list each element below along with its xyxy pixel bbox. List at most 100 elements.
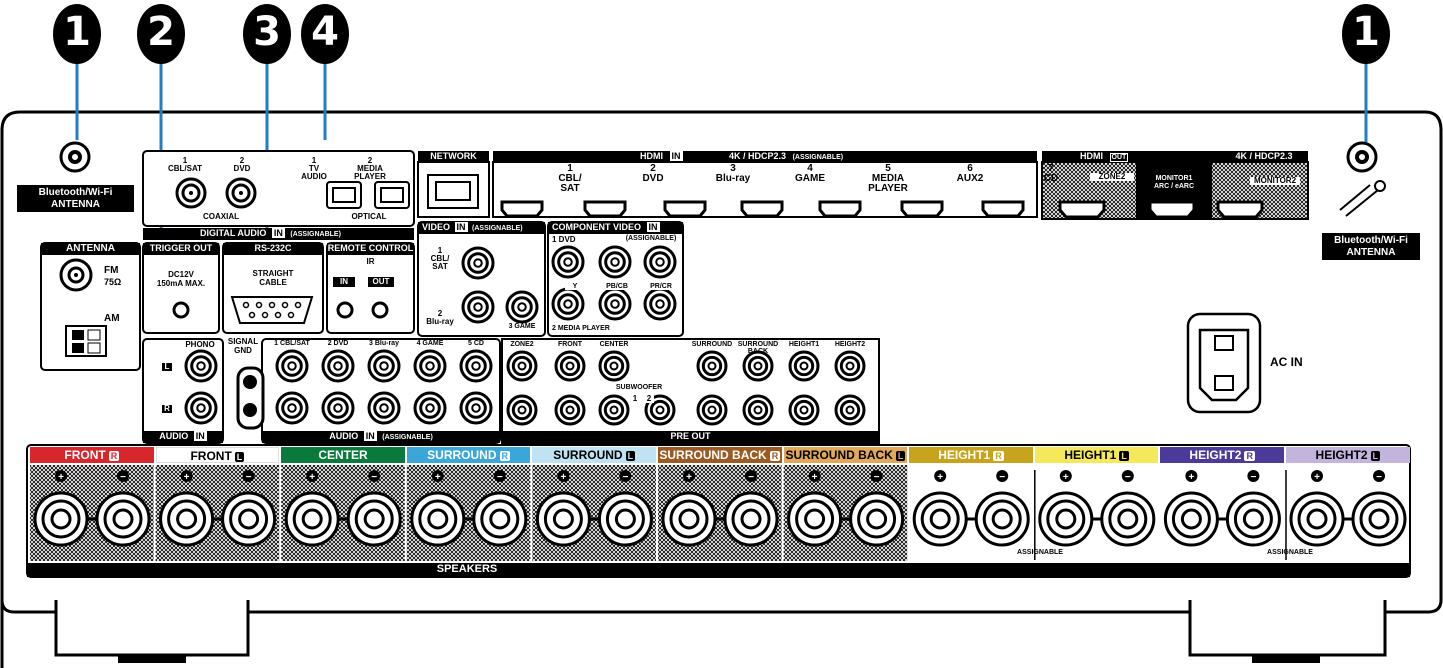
preout-label-4: SURROUND BACK [737,341,779,355]
component-jack-1-2 [643,245,677,279]
subwoofer-2-label: 2 [644,395,654,403]
audio-in-jack-r-2 [321,391,355,425]
hdmi-in-port-5 [818,200,862,218]
svg-text:+: + [309,472,315,483]
monitor2-label: MONITOR2 [1250,177,1300,185]
hdmi-out-title: HDMI OUT [1080,151,1129,162]
svg-text:−: − [1125,472,1131,483]
speaker-terminal-10-minus: − [1351,470,1407,547]
speaker-channel-side: L [1370,451,1381,461]
hdmi-in-title: HDMI IN 4K / HDCP2.3 (ASSIGNABLE) [640,151,844,161]
component-assignable-label: (ASSIGNABLE) [625,235,677,242]
svg-text:−: − [120,472,126,483]
hdmi-in-port-1 [500,200,544,218]
speaker-channel-side: L [234,452,245,462]
phono-jack-l [184,349,218,383]
svg-text:−: − [999,472,1005,483]
preout-jack-bottom-1 [554,394,586,426]
rs232-pin [287,311,295,319]
svg-text:+: + [1314,472,1320,483]
ir-in-label: IN [333,277,355,287]
video-3-label: 3 GAME [508,323,536,330]
hdmi-out-spec: 4K / HDCP2.3 [1235,151,1293,161]
svg-text:−: − [1376,472,1382,483]
speaker-channel-name: HEIGHT1 [1064,448,1117,462]
component-jack-1-0 [551,245,585,279]
coaxial-jack-2 [225,177,257,209]
speaker-terminal-6-minus: − [849,470,905,547]
pre-out-label: PRE OUT [670,431,711,441]
ir-out-label: OUT [368,277,394,287]
speaker-terminal-3-minus: − [472,470,528,547]
speaker-terminal-1-plus: + [159,470,215,547]
speaker-terminal-1-minus: − [221,470,277,547]
speaker-channel-side: R [769,451,781,461]
speaker-terminal-4-plus: + [535,470,591,547]
svg-text:+: + [560,472,566,483]
speaker-terminal-6-plus: + [787,470,843,547]
svg-text:−: − [371,472,377,483]
ir-label: IR [366,257,375,266]
speaker-channel-name: CENTER [318,448,368,462]
speaker-terminal-0-minus: − [95,470,151,547]
callout-number: 1 [1352,9,1380,55]
am-label: AM [104,313,120,324]
speaker-channel-name: HEIGHT2 [1189,448,1242,462]
audio-input-label-2: 2 DVD [327,340,349,347]
hdmi-in-port-2 [583,200,627,218]
ac-in-label: AC IN [1270,355,1303,369]
svg-text:−: − [497,472,503,483]
rs232-pin [294,301,302,309]
digital-audio-label: DIGITAL AUDIO IN (ASSIGNABLE) [200,228,341,238]
preout-jack-bottom-4 [742,394,774,426]
phono-r-label: R [162,405,172,413]
hdmi-out-port-2 [1148,200,1196,219]
audio-input-label-3: 3 Blu-ray [369,340,399,347]
audio-in-jack-r-4 [413,391,447,425]
zone2-label: ZONE2 [1090,173,1134,181]
rs232-pin [274,311,282,319]
audio-in-jack-l-3 [367,349,401,383]
preout-label-3: SURROUND [691,341,733,348]
callout-number: 3 [253,9,281,55]
callout-2: 2 [135,2,185,68]
svg-text:−: − [246,472,252,483]
speaker-channel-name: SURROUND BACK [785,448,893,462]
right-foot [1188,600,1387,663]
phono-label: PHONO [185,340,215,349]
callout-number: 1 [63,9,91,55]
speaker-terminal-9-plus: + [1163,470,1219,547]
speaker-terminal-4-minus: − [597,470,653,547]
speaker-terminal-5-minus: − [723,470,779,547]
hdmi-in-label-2: 2 DVD [642,163,664,184]
rs232-pin [255,301,263,309]
video-jack-2 [461,290,495,324]
speaker-terminal-8-minus: − [1100,470,1156,547]
svg-text:−: − [874,472,880,483]
phono-jack-r [184,391,218,425]
hdmi-out-port-3 [1216,200,1264,219]
am-antenna-terminal [65,325,107,357]
video-jack-3 [505,290,539,324]
svg-text:+: + [184,472,190,483]
assignable-label-1: ASSIGNABLE [1017,549,1063,556]
preout-jack-bottom-6 [834,394,866,426]
audio-input-label-1: 1 CBL/SAT [274,340,310,347]
svg-text:+: + [937,472,943,483]
preout-label-0: ZONE2 [510,341,534,348]
speaker-terminal-3-plus: + [410,470,466,547]
speaker-terminal-8-plus: + [1038,470,1094,547]
speakers-label: SPEAKERS [436,563,498,575]
